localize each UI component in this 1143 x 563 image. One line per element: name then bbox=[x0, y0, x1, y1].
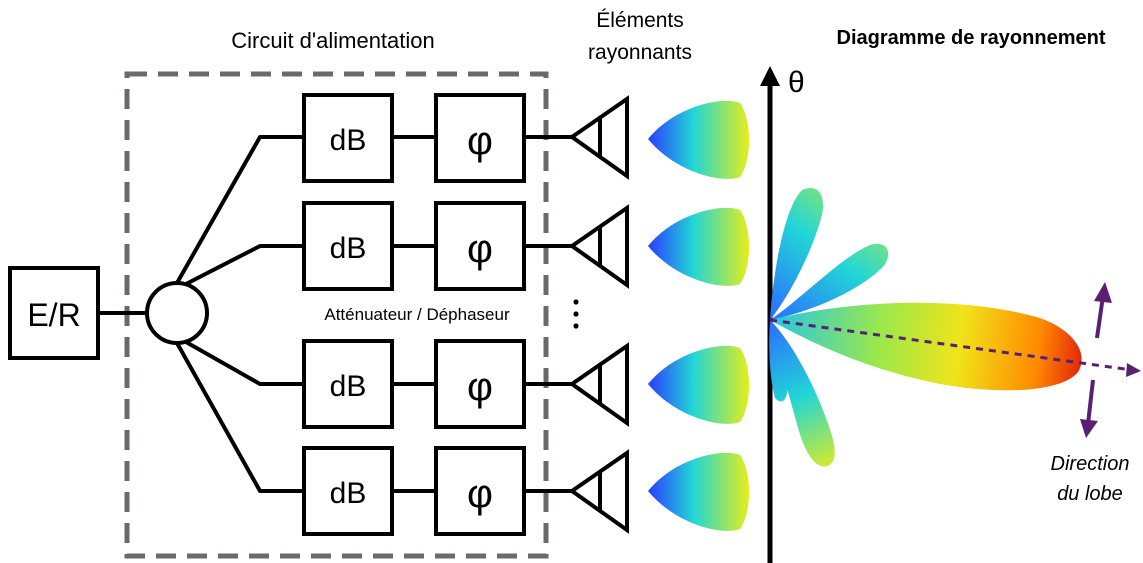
side-lobe-upper-mid bbox=[770, 243, 889, 320]
steer-arrow-down bbox=[1086, 379, 1095, 425]
steer-arrow-up-head bbox=[1094, 282, 1112, 303]
phase-shifter-label: φ bbox=[467, 472, 493, 516]
attenuator-label: dB bbox=[330, 477, 367, 510]
phase-shifter-box bbox=[434, 339, 526, 429]
channel-3: dB φ bbox=[302, 339, 749, 429]
theta-axis-arrowhead bbox=[760, 66, 780, 86]
steer-arrow-up bbox=[1095, 295, 1105, 339]
attenuator-box bbox=[302, 201, 394, 291]
steer-arrow-down-head bbox=[1080, 419, 1098, 438]
element-pattern-lobe bbox=[648, 345, 749, 424]
beam-direction-arrowhead bbox=[1126, 363, 1141, 377]
theta-axis-label: θ bbox=[788, 66, 805, 99]
phase-shifter-label: φ bbox=[467, 227, 493, 271]
side-lobe-lower-left bbox=[769, 320, 788, 402]
radiating-title-line2: rayonnants bbox=[588, 41, 692, 64]
branch-wire-2 bbox=[184, 244, 306, 286]
phase-shifter-label: φ bbox=[467, 119, 493, 163]
branch-wire-4 bbox=[175, 341, 306, 493]
module-caption: Atténuateur / Déphaseur bbox=[324, 305, 510, 324]
phase-shifter-box bbox=[434, 446, 526, 536]
attenuator-box bbox=[302, 93, 394, 183]
beam-direction-label-line2: du lobe bbox=[1057, 483, 1123, 505]
beam-direction-line bbox=[769, 318, 1133, 372]
branch-wire-1 bbox=[175, 135, 306, 285]
phase-shifter-box bbox=[434, 201, 526, 291]
attenuator-label: dB bbox=[330, 232, 367, 265]
attenuator-label: dB bbox=[330, 370, 367, 403]
more-elements-ellipsis bbox=[573, 299, 579, 329]
element-pattern-lobe bbox=[648, 207, 749, 286]
side-lobe-upper bbox=[770, 187, 824, 320]
phase-shifter-label: φ bbox=[467, 365, 493, 409]
channel-2: dB φ bbox=[302, 201, 749, 291]
transceiver-label: E/R bbox=[27, 297, 80, 333]
pattern-title: Diagramme de rayonnement bbox=[837, 27, 1106, 49]
element-pattern-lobe bbox=[648, 452, 749, 531]
power-splitter bbox=[145, 281, 209, 345]
attenuator-label: dB bbox=[330, 124, 367, 157]
feed-circuit-title: Circuit d'alimentation bbox=[231, 28, 435, 53]
channel-4: dB φ bbox=[302, 446, 749, 536]
side-lobe-lower-right bbox=[770, 320, 835, 467]
beam-direction-label-line1: Direction bbox=[1051, 453, 1130, 475]
radiating-title-line1: Éléments bbox=[596, 9, 684, 32]
branch-wire-3 bbox=[184, 340, 306, 386]
channel-1: dB φ bbox=[302, 93, 749, 183]
element-pattern-lobe bbox=[648, 100, 749, 179]
main-lobe bbox=[770, 302, 1082, 391]
